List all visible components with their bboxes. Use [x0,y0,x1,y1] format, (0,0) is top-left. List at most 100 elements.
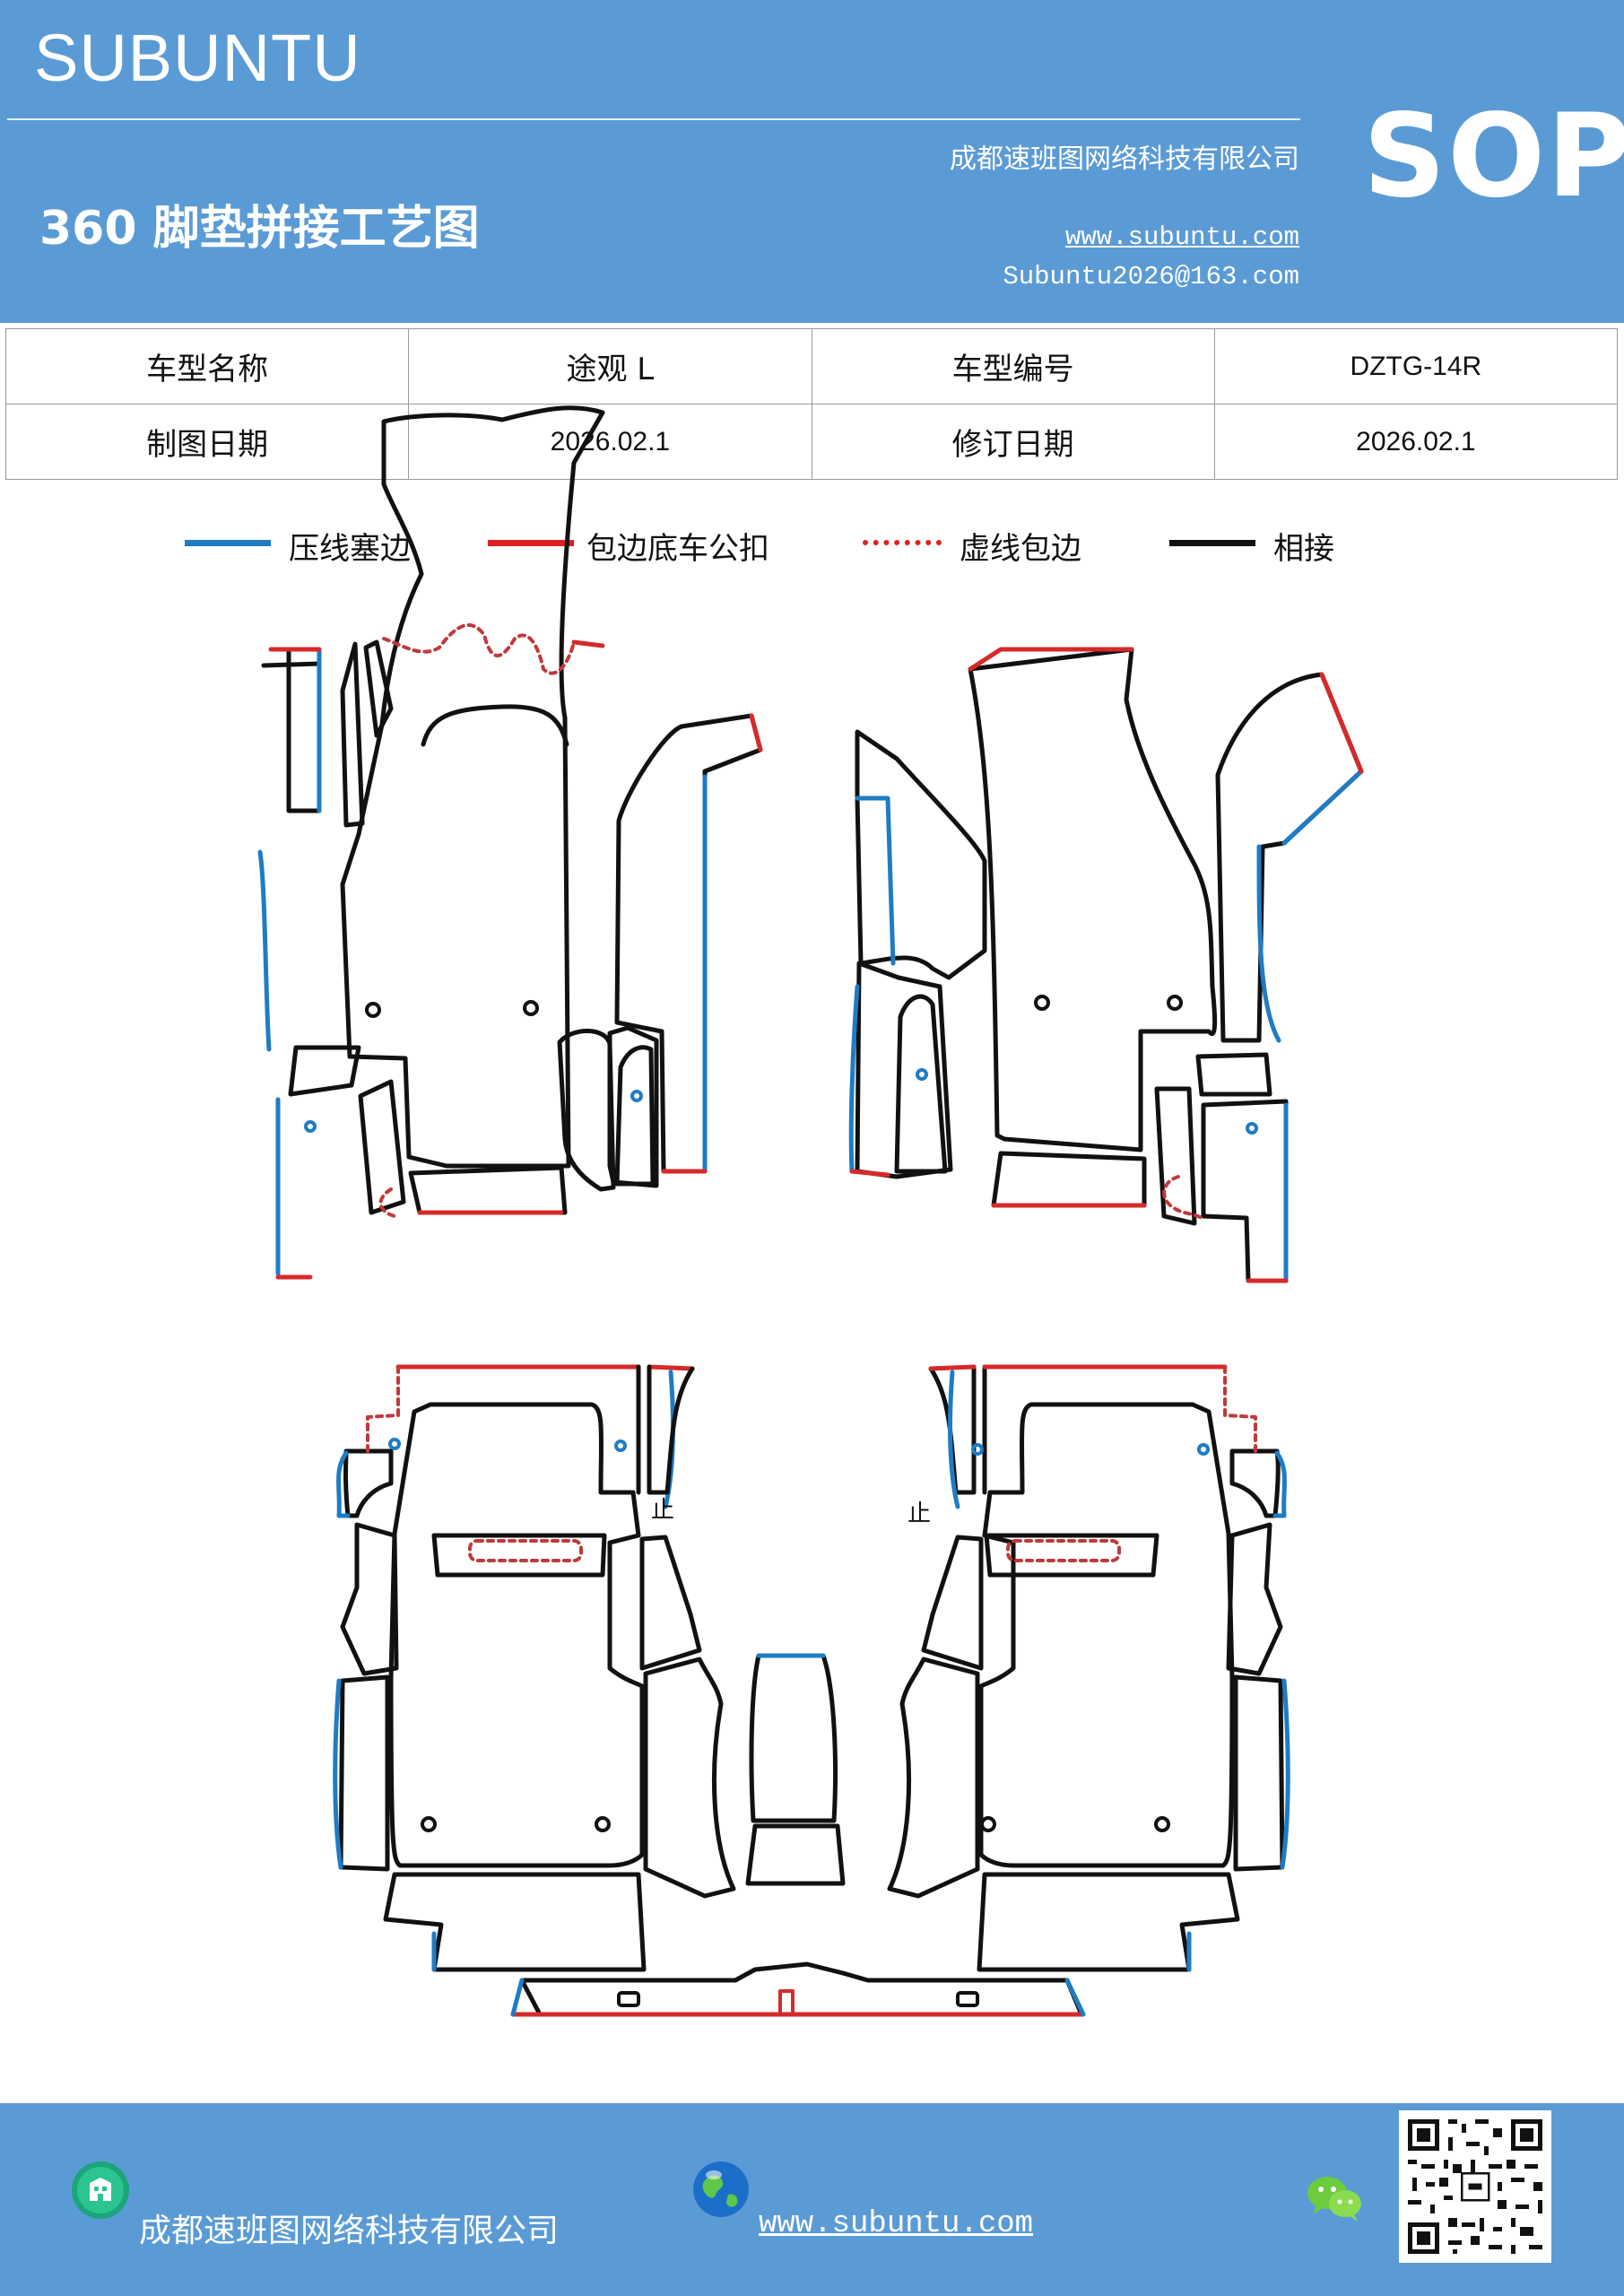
rear-left-clip-hole [595,1816,611,1832]
vehicle-info-table: 车型名称 途观 L 车型编号 DZTG-14R 制图日期 2026.02.1 修… [4,328,1619,480]
wechat-icon[interactable] [1306,2173,1363,2223]
brand-logo-text: SUBUNTU [34,21,361,95]
front-right-clip-hole-blue [1246,1122,1258,1135]
header-email: Subuntu2026@163.com [1003,262,1299,291]
legend-swatch-red-dotted [863,540,942,545]
rear-left-clip-hole-blue [388,1438,401,1450]
table-row: 车型名称 途观 L 车型编号 DZTG-14R [4,328,1619,404]
rear-right-upper-right [1226,1522,1283,1676]
header-divider [7,118,1300,120]
front-left-rear-piece [288,1045,361,1097]
front-left-clip-hole-blue [630,1090,643,1102]
rear-left-clip-hole [421,1816,437,1832]
rear-right-main-mat [978,1402,1235,1868]
rear-right-stop-marker: 止 [908,1500,931,1527]
front-right-clip-hole-blue [916,1068,928,1081]
rear-right-clip-hole-blue [1197,1443,1210,1456]
bottom-strip-slot [956,1991,979,2007]
front-right-wrap-edge-a [968,647,1134,672]
center-tunnel-set [745,1653,846,1886]
revise-date-label: 修订日期 [811,404,1215,480]
rear-left-mid-right-a [639,1535,702,1671]
header-company-name: 成都速班图网络科技有限公司 [950,144,1299,175]
legend-label: 相接 [1273,531,1334,567]
header-website-link[interactable]: www.subuntu.com [1064,222,1299,252]
rear-right-lower-right [1233,1674,1285,1872]
legend-label: 虚线包边 [960,531,1081,567]
center-tunnel-rear [745,1823,846,1886]
rear-right-wrap-edge-b [928,1364,977,1371]
legend-swatch-black [1169,540,1255,546]
rear-right-press-edge-c [948,1370,960,1509]
front-left-side-strip-a [358,1079,406,1215]
front-right-dashed-loop [1162,1175,1203,1220]
rear-left-upper-left [340,1522,399,1676]
front-right-main-mat [968,647,1218,1152]
header-banner: SUBUNTU 360 脚垫拼接工艺图 成都速班图网络科技有限公司 www.su… [0,0,1624,323]
front-left-clip-hole-blue [304,1120,317,1133]
front-right-left-piece [855,729,987,980]
table-row: 制图日期 2026.02.1 修订日期 2026.02.1 [4,404,1619,480]
front-right-door-inner [894,994,948,1174]
bottom-strip-slot [617,1991,640,2007]
document-title: 360 脚垫拼接工艺图 [39,202,480,256]
front-right-bolster-b [1195,1052,1272,1097]
rear-left-lower-left [338,1674,390,1872]
legend-swatch-red [488,540,574,546]
rear-right-mat-set: 止 [887,1364,1290,1972]
revise-date-value: 2026.02.1 [1213,404,1619,480]
model-code-value: DZTG-14R [1213,328,1619,404]
front-left-press-edge-b [257,849,272,1052]
rear-right-dashed-vent [1006,1539,1121,1562]
rear-left-press-edge-b [333,1678,343,1870]
edge-legend: 压线塞边 包边底车公扣 虚线包边 相接 [0,520,1624,574]
front-left-clip-hole [365,1002,381,1018]
rear-right-left-riser [928,1364,977,1495]
front-left-press-edge-a [274,647,322,813]
rear-left-stop-marker: 止 [651,1497,674,1524]
footer-company-name: 成都速班图网络科技有限公司 [139,2213,560,2249]
rear-right-mid-left-a [921,1535,984,1671]
front-right-press-edge-c [1281,769,1364,846]
front-left-dashed-top [382,622,576,675]
front-left-wrap-edge-c [749,713,763,752]
draw-date-value: 2026.02.1 [408,404,812,480]
front-right-heel-pad [991,1151,1147,1208]
front-right-side-panel [1215,672,1364,1043]
front-left-bolster [607,1025,659,1188]
rear-left-mid-right-b [643,1657,736,1899]
bottom-strip-press-left [510,1978,525,2017]
footer-website-link[interactable]: www.subuntu.com [759,2207,1034,2241]
front-right-wrap-edge-b [1319,672,1364,774]
building-icon [72,2161,129,2219]
model-name-label: 车型名称 [4,328,410,404]
qr-code[interactable] [1399,2110,1551,2263]
front-right-press-edge-a [855,796,896,966]
rear-left-heel-pad [383,1872,647,1972]
front-right-bolster-a [1154,1086,1197,1226]
draw-date-label: 制图日期 [4,404,410,480]
front-right-step-piece [1201,1099,1289,1283]
model-code-label: 车型编号 [811,328,1215,404]
rear-left-right-riser [647,1364,695,1495]
rear-right-dashed-edge [1223,1365,1257,1453]
front-right-door-piece [855,961,953,1179]
front-left-main-inner [421,704,569,747]
rear-left-top-panel [431,1533,607,1578]
front-left-wrap-edge-f [571,639,605,648]
rear-right-press-edge-b [1280,1678,1290,1870]
rear-right-heel-pad [977,1872,1240,1972]
rear-right-outer-flap [1229,1448,1281,1518]
front-right-clip-hole [1034,995,1050,1011]
rear-right-press-edge-a [1272,1450,1287,1518]
rear-bottom-strip [510,1961,1086,2017]
rear-left-main-mat [388,1402,645,1868]
rear-left-press-edge-c [663,1370,675,1509]
front-right-clip-hole [1167,995,1183,1011]
front-left-side-strip-b [340,641,365,828]
front-left-kick-panel [614,713,763,1174]
front-left-door-piece [557,1029,616,1192]
bottom-strip-outline [519,1961,1084,2017]
front-left-side-strip-c [363,639,394,738]
front-left-dashed-loop [378,1187,396,1218]
